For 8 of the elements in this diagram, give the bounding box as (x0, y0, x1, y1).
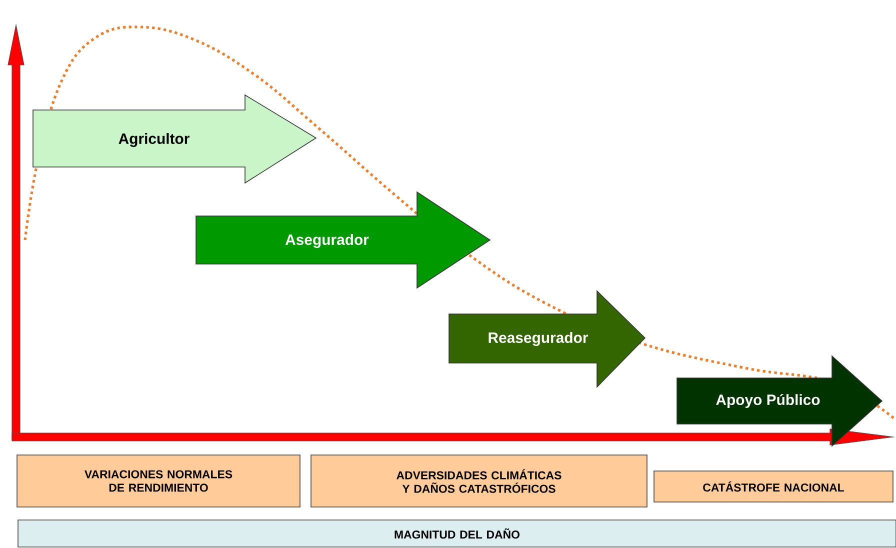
pointed-banner: Agricultor (32, 94, 317, 184)
pointed-banner: Reasegurador (448, 290, 646, 388)
category-box: ADVERSIDADES CLIMÁTICAS Y DAÑOS CATASTRÓFICOS (310, 454, 648, 508)
category-box: CATÁSTROFE NACIONAL (654, 470, 894, 502)
pointed-banner: Asegurador (196, 191, 491, 289)
pointed-banner: Apoyo Público (676, 355, 883, 447)
category-box: VARIACIONES NORMALES DE RENDIMIENTO (16, 454, 300, 508)
category-box: MAGNITUD DEL DAÑO (18, 520, 896, 548)
